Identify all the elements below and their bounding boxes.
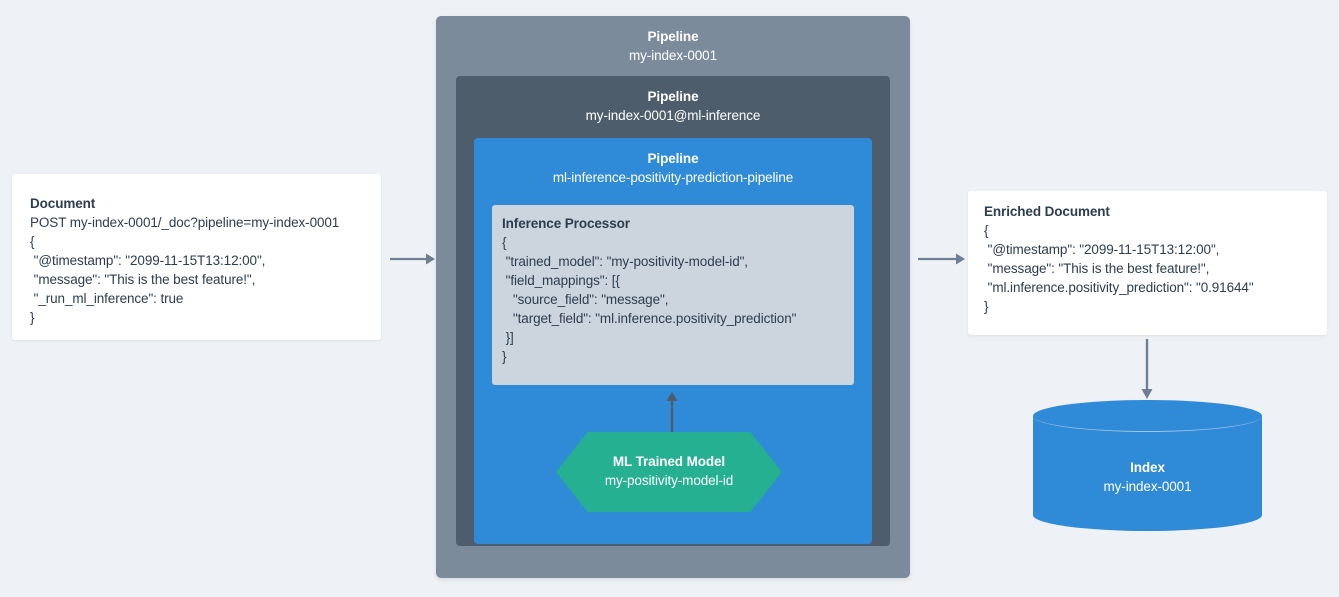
pipeline-inner-name: ml-inference-positivity-prediction-pipel… [552, 170, 794, 185]
arrow-down-icon-enriched-to-index [1141, 339, 1153, 399]
enriched-document-line: "message": "This is the best feature!", [984, 261, 1210, 276]
index-label: Index [1130, 460, 1165, 475]
source-document-line: "_run_ml_inference": true [30, 291, 184, 306]
pipeline-mid-ml-inference: Pipeline my-index-0001@ml-inference Pipe… [456, 76, 890, 546]
index-label-group: Index my-index-0001 [1033, 458, 1262, 496]
pipeline-inner-header: Pipeline ml-inference-positivity-predict… [474, 138, 872, 187]
ml-trained-model-hexagon: ML Trained Model my-positivity-model-id [556, 432, 782, 512]
enriched-document-card: Enriched Document { "@timestamp": "2099-… [968, 191, 1327, 335]
index-name: my-index-0001 [1103, 479, 1192, 494]
pipeline-inner-label: Pipeline [647, 151, 699, 166]
pipeline-outer-name: my-index-0001 [629, 48, 717, 63]
pipeline-mid-header: Pipeline my-index-0001@ml-inference [456, 76, 890, 125]
inference-processor-line: "trained_model": "my-positivity-model-id… [502, 254, 748, 269]
pipeline-outer-header: Pipeline my-index-0001 [436, 16, 910, 65]
source-document-line: "message": "This is the best feature!", [30, 272, 256, 287]
source-document-line: "@timestamp": "2099-11-15T13:12:00", [30, 253, 266, 268]
inference-processor-line: }] [502, 330, 514, 345]
enriched-document-line: "@timestamp": "2099-11-15T13:12:00", [984, 242, 1220, 257]
enriched-document-line: "ml.inference.positivity_prediction": "0… [984, 280, 1254, 295]
source-document-line: } [30, 310, 35, 325]
arrow-right-icon-document-to-pipeline [390, 253, 435, 265]
enriched-document-title: Enriched Document [984, 204, 1110, 219]
inference-processor-title: Inference Processor [502, 216, 630, 231]
source-document-card: Document POST my-index-0001/_doc?pipelin… [12, 174, 381, 340]
inference-processor-line: "field_mappings": [{ [502, 273, 620, 288]
pipeline-mid-label: Pipeline [647, 89, 699, 104]
source-document-title: Document [30, 196, 96, 211]
source-document-line: POST my-index-0001/_doc?pipeline=my-inde… [30, 215, 340, 230]
ml-trained-model-name: my-positivity-model-id [604, 473, 734, 488]
ml-trained-model-label: ML Trained Model [612, 454, 726, 469]
inference-processor-line: "target_field": "ml.inference.positivity… [502, 311, 797, 326]
enriched-document-line: { [984, 223, 989, 238]
enriched-document-line: } [984, 299, 989, 314]
inference-processor-panel: Inference Processor { "trained_model": "… [492, 205, 854, 385]
source-document-line: { [30, 234, 35, 249]
inference-processor-line: } [502, 349, 507, 364]
arrow-up-icon-model-to-processor [666, 392, 678, 434]
cylinder-body [1033, 416, 1262, 515]
pipeline-outer-label: Pipeline [647, 29, 699, 44]
pipeline-mid-name: my-index-0001@ml-inference [585, 108, 761, 123]
pipeline-outer-my-index-0001: Pipeline my-index-0001 Pipeline my-index… [436, 16, 910, 578]
arrow-right-icon-pipeline-to-enriched [918, 253, 965, 265]
index-cylinder: Index my-index-0001 [1033, 400, 1262, 531]
inference-processor-line: { [502, 235, 507, 250]
pipeline-inner-positivity-prediction: Pipeline ml-inference-positivity-predict… [474, 138, 872, 544]
cylinder-top-ellipse [1033, 400, 1262, 432]
inference-processor-line: "source_field": "message", [502, 292, 669, 307]
